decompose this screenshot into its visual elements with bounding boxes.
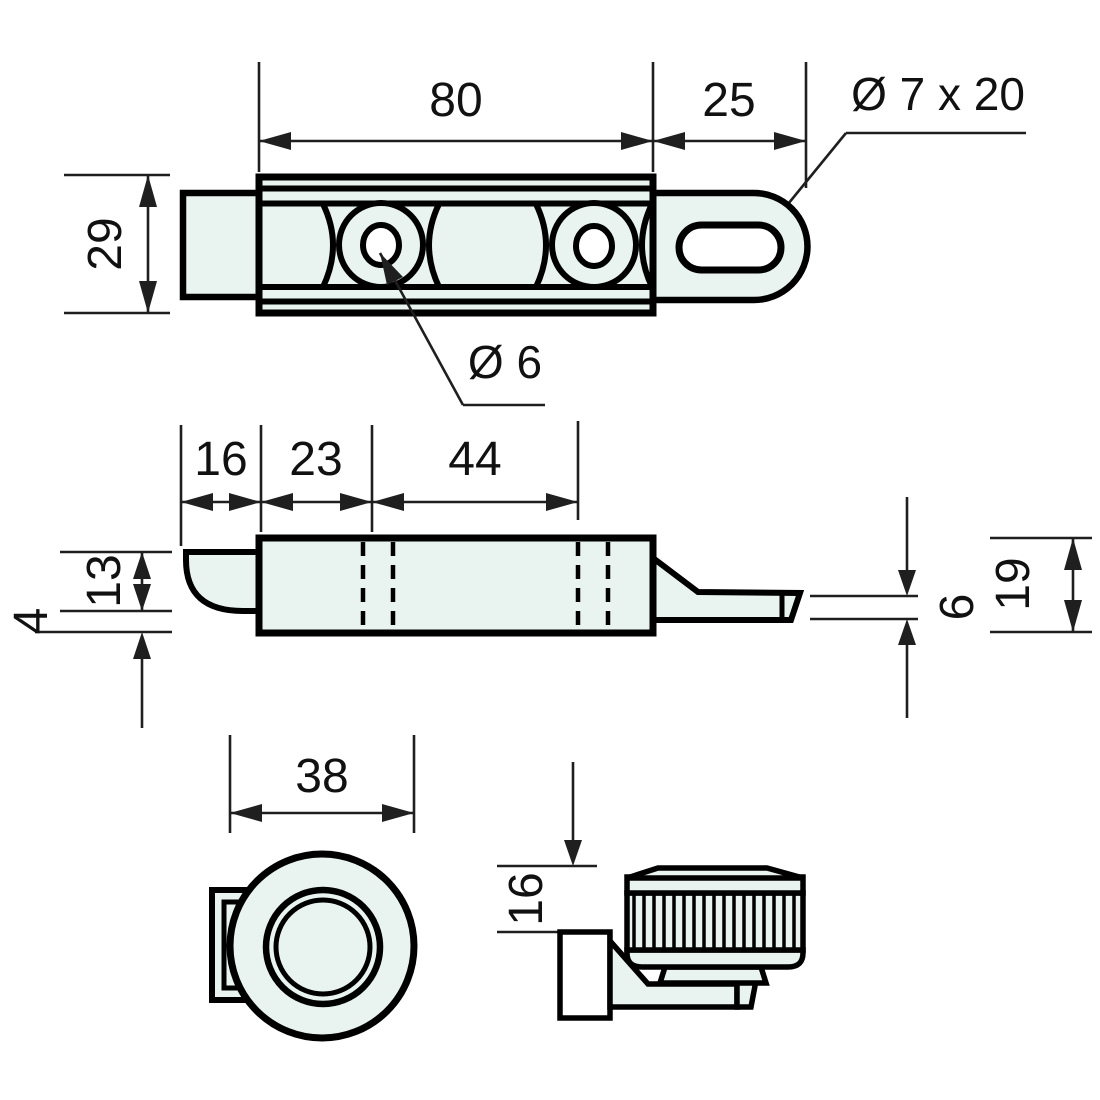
knob-side-view: 16 [497, 762, 806, 1021]
side-view: 16 23 44 13 4 6 19 [5, 421, 1092, 728]
dim-arrow [139, 175, 157, 207]
dim-arrow [181, 493, 213, 511]
boss-fillet [639, 202, 655, 289]
dim-label-hole: Ø 6 [468, 336, 542, 388]
top-view: 80 25 Ø 7 x 20 29 Ø 6 [64, 62, 1026, 407]
dim-label-25: 25 [702, 74, 755, 127]
dim-arrow [564, 840, 582, 866]
dim-label-44: 44 [448, 433, 501, 486]
bolt-rod-profile [650, 551, 805, 623]
screw-hole [573, 223, 615, 269]
housing-body [255, 534, 657, 637]
dim-arrow [340, 493, 372, 511]
dim-label-29: 29 [79, 217, 132, 270]
dim-arrow [546, 493, 578, 511]
dim-label-38: 38 [295, 750, 348, 803]
dim-arrow [621, 132, 653, 150]
dim-label-16-projection: 16 [500, 872, 553, 925]
dim-label-13: 13 [78, 554, 131, 607]
boss-fillet [320, 202, 336, 289]
dim-label-4: 4 [5, 608, 58, 635]
dim-arrow [261, 493, 293, 511]
dim-label-19: 19 [987, 557, 1040, 610]
dim-arrow [230, 804, 262, 822]
dim-arrow [133, 632, 151, 659]
dim-arrow [1064, 600, 1082, 632]
knob-ring-circle [262, 886, 384, 1008]
tab-slot [675, 221, 785, 274]
dim-arrow [259, 132, 291, 150]
boss-fillet [533, 202, 549, 289]
dim-label-16: 16 [194, 433, 247, 486]
leader-arrow [380, 253, 403, 285]
screw-hole [360, 222, 402, 268]
knob-neck-upper [624, 947, 806, 970]
dim-arrow [1064, 538, 1082, 570]
dim-arrow [229, 493, 261, 511]
bolt-nose-profile [183, 549, 262, 614]
door-frame-section [557, 929, 613, 1021]
dim-arrow [898, 619, 916, 645]
dim-arrow [139, 281, 157, 313]
knob-inner-circle [273, 897, 373, 997]
front-view: 38 [209, 735, 418, 1042]
dim-arrow [898, 570, 916, 596]
bolt-nub-top [179, 189, 263, 301]
dim-label-slot: Ø 7 x 20 [851, 68, 1025, 120]
knob-cap-top [626, 865, 804, 881]
boss-fillet [426, 202, 442, 289]
dim-arrow [133, 552, 151, 579]
knob-outer-circle [226, 850, 418, 1042]
dim-arrow [653, 132, 685, 150]
dim-arrow [382, 804, 414, 822]
dim-arrow [774, 132, 806, 150]
dim-arrow [133, 584, 151, 611]
knurl-ribs [632, 893, 796, 950]
dim-arrow [372, 493, 404, 511]
dim-label-80: 80 [429, 74, 482, 127]
dim-label-23: 23 [289, 433, 342, 486]
dim-label-6: 6 [931, 594, 984, 621]
